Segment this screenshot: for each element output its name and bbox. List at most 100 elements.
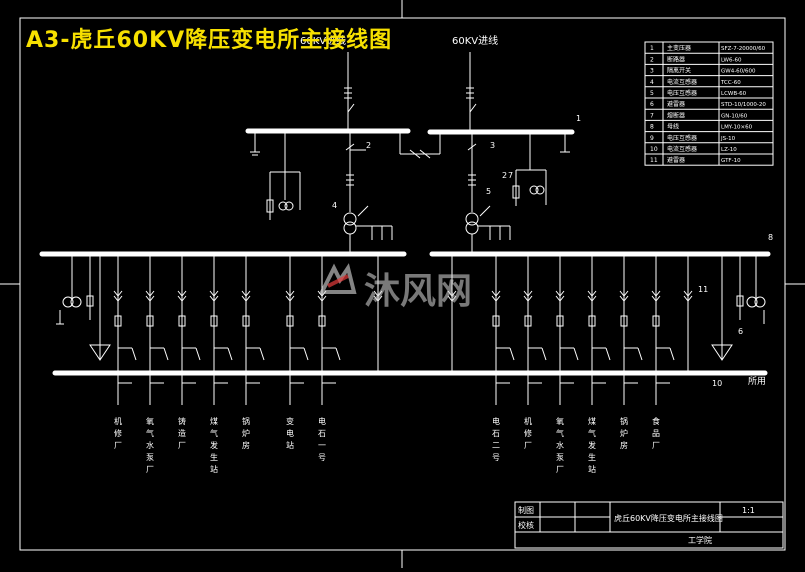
feeder-right-3: [587, 254, 611, 405]
lv-pt-group-left: [56, 254, 111, 361]
legend-no: 10: [650, 146, 658, 153]
legend-model: GN-10/60: [721, 113, 748, 119]
legend-name: 隔离开关: [667, 67, 691, 75]
feeder-label-char: 锅: [242, 416, 250, 426]
hv-pt-group-right: [512, 132, 570, 206]
legend-model: GW4-60/600: [721, 69, 756, 75]
legend-model: LMY-10×60: [721, 125, 753, 131]
feeder-label-char: 铸: [178, 416, 186, 426]
feeder-label-char: 食: [652, 416, 660, 426]
feeder-label-char: 品: [652, 429, 660, 438]
feeder-label-char: 号: [318, 453, 326, 462]
feeder-label-char: 厂: [524, 441, 532, 450]
hv-pt-group-left: [250, 131, 301, 220]
feeder-group: 机修厂氧气水泵厂铸造厂煤气发生站锅炉房变电站电石一号电石二号机修厂氧气水泵厂煤气…: [113, 254, 693, 474]
feeder-label-char: 厂: [114, 441, 122, 450]
auxiliary-label: 所用: [748, 376, 766, 387]
feeder-label-char: 石: [492, 429, 500, 438]
element-number-6: 6: [738, 327, 743, 336]
incoming-left-label: 60KV进线: [300, 34, 346, 47]
incoming-feeder-left: [344, 52, 355, 131]
legend-name: 主变压器: [667, 44, 691, 52]
feeder-label-char: 煤: [210, 416, 218, 426]
feeder-label-char: 修: [114, 428, 122, 438]
legend-name: 电压互感器: [667, 89, 697, 97]
feeder-label-char: 气: [556, 428, 564, 438]
feeder-right-0: [491, 254, 515, 405]
legend-name: 母线: [667, 123, 679, 131]
feeder-unlabeled-2: [683, 254, 693, 373]
feeder-label-char: 氧: [146, 416, 154, 426]
feeder-label-char: 房: [620, 440, 628, 450]
legend-no: 9: [650, 135, 654, 142]
watermark-logo-icon: [318, 263, 357, 294]
feeder-label-char: 气: [146, 428, 154, 438]
feeder-right-4: [619, 254, 643, 405]
feeder-label-char: 厂: [178, 441, 186, 450]
feeder-label-char: 泵: [146, 453, 154, 462]
legend-border: [644, 41, 774, 166]
feeder-label-char: 水: [556, 440, 564, 450]
feeder-label-char: 氧: [556, 416, 564, 426]
page-title: A3-虎丘60KV降压变电所主接线图: [26, 28, 393, 53]
feeder-left-5: [285, 254, 309, 405]
legend-model: LW6-60: [721, 57, 742, 63]
element-number-2a: 2: [366, 141, 371, 150]
feeder-left-4: [241, 254, 265, 405]
feeder-label-char: 站: [588, 464, 596, 474]
feeder-label-char: 修: [524, 428, 532, 438]
feeder-label-char: 气: [210, 428, 218, 438]
feeder-label-char: 一: [318, 441, 326, 450]
element-number-5: 5: [486, 187, 491, 196]
title-block: [514, 501, 784, 549]
feeder-label-char: 站: [210, 464, 218, 474]
title-block-checked: 校核: [518, 520, 534, 530]
feeder-label-char: 炉: [620, 428, 628, 438]
feeder-label-char: 电: [286, 428, 294, 438]
feeder-right-1: [523, 254, 547, 405]
feeder-label-char: 厂: [652, 441, 660, 450]
legend-name: 电流互感器: [667, 78, 697, 86]
legend-name: 电流互感器: [667, 145, 697, 153]
element-number-3: 3: [490, 141, 495, 150]
transformer-branch-left: [343, 131, 393, 254]
feeder-label-char: 电: [318, 416, 326, 426]
feeder-left-0: [113, 254, 137, 405]
watermark-text: 沐风网: [364, 271, 473, 312]
incoming-feeder-right: [466, 52, 477, 132]
legend-no: 7: [650, 112, 654, 119]
feeder-right-5: [651, 254, 675, 405]
bus-number-10: 10: [712, 379, 722, 388]
legend-model: GTF-10: [721, 158, 741, 164]
feeder-label-char: 电: [492, 416, 500, 426]
legend-no: 8: [650, 124, 654, 131]
feeder-label-char: 泵: [556, 453, 564, 462]
legend-no: 3: [650, 68, 654, 75]
element-number-4: 4: [332, 201, 337, 210]
legend-name: 电压互感器: [667, 134, 697, 142]
legend-name: 断路器: [667, 55, 685, 63]
feeder-label-char: 煤: [588, 416, 596, 426]
feeder-left-6: [317, 254, 341, 405]
bus-number-1: 1: [576, 114, 581, 123]
legend-no: 5: [650, 90, 654, 97]
legend-model: LCWB-60: [721, 91, 747, 97]
feeder-label-char: 机: [114, 416, 122, 426]
feeder-label-char: 石: [318, 429, 326, 438]
bus-number-8: 8: [768, 233, 773, 242]
feeder-label-char: 发: [210, 440, 218, 450]
incoming-right-label: 60KV进线: [452, 34, 498, 47]
feeder-label-char: 锅: [620, 416, 628, 426]
feeder-label-char: 厂: [556, 465, 564, 474]
legend-no: 4: [650, 79, 654, 86]
feeder-unlabeled-1: [447, 254, 457, 373]
feeder-label-char: 站: [286, 440, 294, 450]
feeder-label-char: 厂: [146, 465, 154, 474]
transformer-branch-right: [465, 132, 511, 254]
element-number-2b: 2: [502, 171, 507, 180]
title-block-drawn: 制图: [518, 505, 534, 515]
